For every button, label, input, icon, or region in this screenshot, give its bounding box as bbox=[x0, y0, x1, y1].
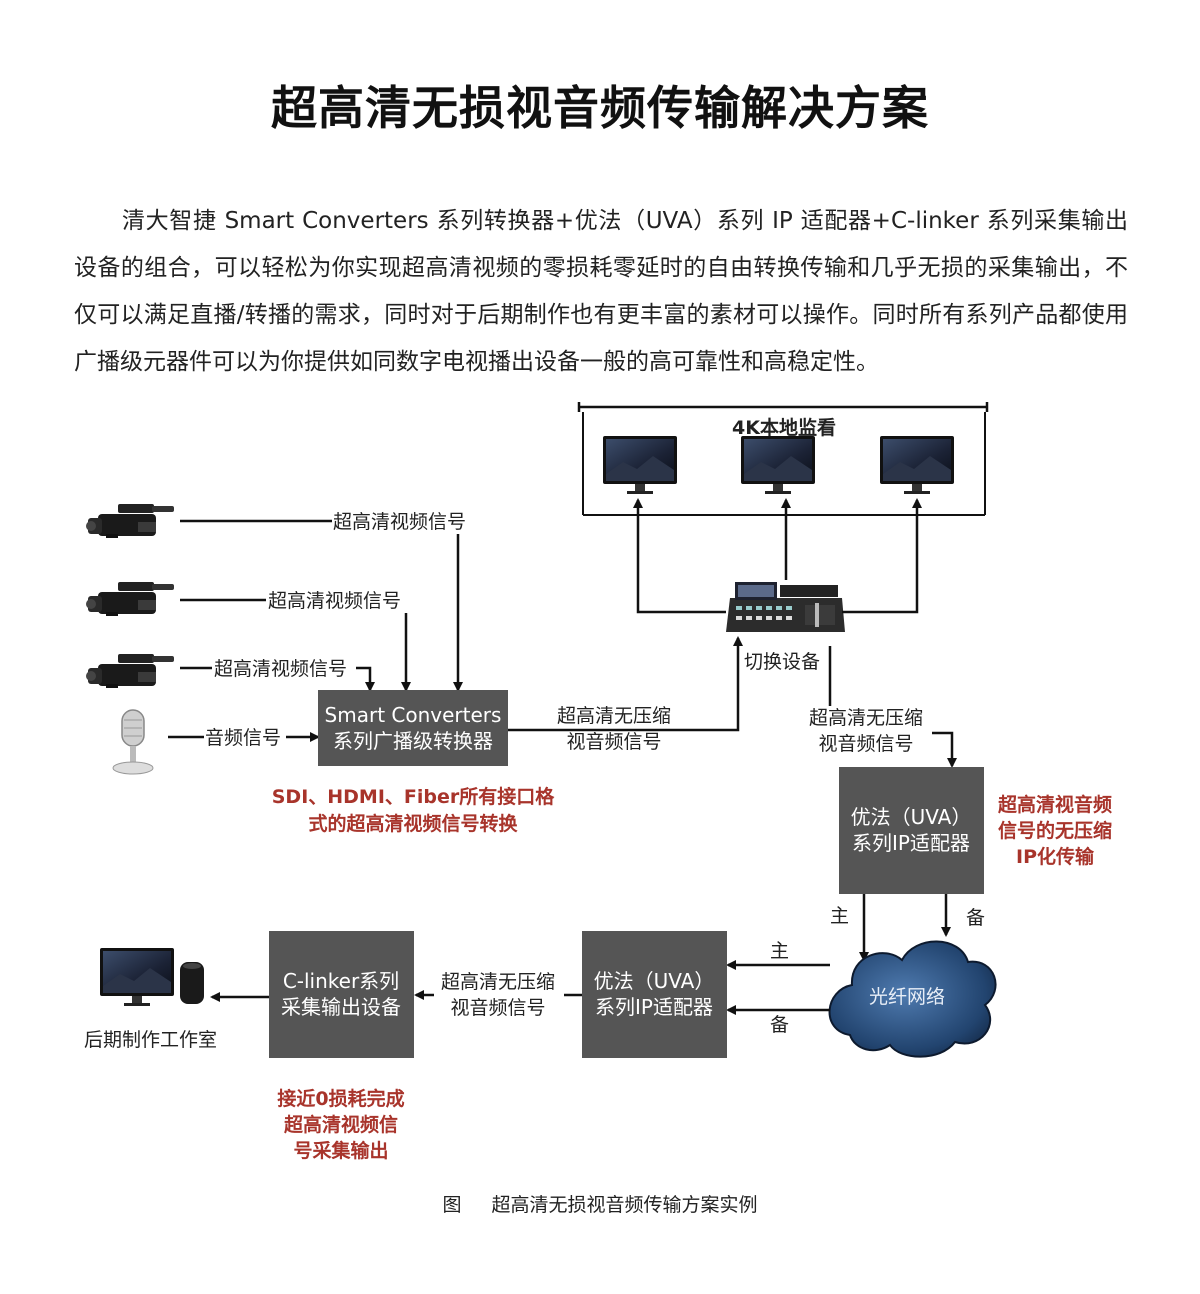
smart-converters-box: Smart Converters 系列广播级转换器 bbox=[318, 690, 508, 766]
clinker-line1: C-linker系列 bbox=[283, 969, 399, 993]
camera-icon-3 bbox=[86, 654, 174, 688]
main-label-2: 主 bbox=[770, 940, 789, 962]
cloud-to-uva-lines bbox=[726, 960, 830, 1015]
audio-signal-label: 音频信号 bbox=[205, 727, 281, 749]
monitor-feed-lines bbox=[633, 498, 922, 614]
caption-prefix: 图 bbox=[442, 1194, 462, 1216]
uva-bottom-line2: 系列IP适配器 bbox=[595, 995, 713, 1019]
monitor-group-label: 4K本地监看 bbox=[732, 416, 836, 439]
uncompressed-b-line1: 超高清无压缩 bbox=[809, 707, 923, 729]
monitor-icon-2 bbox=[741, 436, 815, 494]
uva-adapter-top-box: 优法（UVA） 系列IP适配器 bbox=[839, 767, 984, 894]
camera-icon-1 bbox=[86, 504, 174, 538]
intro-text: 清大智捷 Smart Converters 系列转换器+优法（UVA）系列 IP… bbox=[74, 208, 1128, 375]
uva-top-line2: 系列IP适配器 bbox=[852, 831, 970, 855]
clinker-note-line2: 超高清视频信 bbox=[283, 1113, 398, 1136]
studio-label: 后期制作工作室 bbox=[84, 1029, 217, 1051]
smart-converters-note-line1: SDI、HDMI、Fiber所有接口格 bbox=[272, 785, 556, 808]
uncompressed-c-line2: 视音频信号 bbox=[450, 997, 545, 1019]
figure-caption: 图 超高清无损视音频传输方案实例 bbox=[0, 1190, 1200, 1217]
monitor-icon-3 bbox=[880, 436, 954, 494]
switcher-label: 切换设备 bbox=[744, 651, 820, 673]
camera-icon-2 bbox=[86, 582, 174, 616]
smart-converters-line2: 系列广播级转换器 bbox=[333, 729, 493, 753]
video-signal-label-2: 超高清视频信号 bbox=[268, 590, 401, 612]
uva-note-line1: 超高清视音频 bbox=[997, 793, 1112, 816]
clinker-note-line1: 接近0损耗完成 bbox=[277, 1087, 404, 1110]
fiber-network-cloud-icon: 光纤网络 bbox=[828, 940, 997, 1058]
monitor-icon-1 bbox=[603, 436, 677, 494]
uva-adapter-bottom-box: 优法（UVA） 系列IP适配器 bbox=[582, 931, 727, 1058]
clinker-box: C-linker系列 采集输出设备 bbox=[269, 931, 414, 1058]
uva-top-line1: 优法（UVA） bbox=[851, 805, 972, 829]
uncompressed-b-line2: 视音频信号 bbox=[818, 733, 913, 755]
uncompressed-a-line1: 超高清无压缩 bbox=[557, 705, 671, 727]
uncompressed-c-line1: 超高清无压缩 bbox=[441, 971, 555, 993]
microphone-icon bbox=[112, 709, 154, 775]
uva-note-line3: IP化传输 bbox=[1016, 845, 1095, 868]
caption-text: 超高清无损视音频传输方案实例 bbox=[491, 1194, 758, 1216]
uva-to-cloud-lines bbox=[859, 894, 951, 962]
uncompressed-a-line2: 视音频信号 bbox=[566, 731, 661, 753]
monitor-group: 4K本地监看 bbox=[577, 402, 989, 516]
clinker-note-line3: 号采集输出 bbox=[293, 1139, 388, 1162]
smart-converters-line1: Smart Converters bbox=[325, 703, 502, 727]
uva-note-line2: 信号的无压缩 bbox=[998, 819, 1112, 842]
converter-to-switcher-line bbox=[508, 636, 743, 732]
intro-paragraph: 清大智捷 Smart Converters 系列转换器+优法（UVA）系列 IP… bbox=[74, 198, 1128, 386]
workstation-icon bbox=[100, 948, 204, 1006]
switcher-icon bbox=[726, 582, 845, 632]
cloud-label: 光纤网络 bbox=[869, 986, 945, 1008]
video-signal-label-1: 超高清视频信号 bbox=[333, 511, 466, 533]
page-title: 超高清无损视音频传输解决方案 bbox=[271, 81, 929, 135]
backup-label-1: 备 bbox=[966, 907, 985, 929]
backup-label-2: 备 bbox=[770, 1014, 789, 1036]
smart-converters-note-line2: 式的超高清视频信号转换 bbox=[308, 812, 518, 835]
video-signal-label-3: 超高清视频信号 bbox=[214, 658, 347, 680]
uva-bottom-line1: 优法（UVA） bbox=[594, 969, 715, 993]
clinker-line2: 采集输出设备 bbox=[281, 995, 401, 1019]
main-label-1: 主 bbox=[830, 905, 849, 927]
